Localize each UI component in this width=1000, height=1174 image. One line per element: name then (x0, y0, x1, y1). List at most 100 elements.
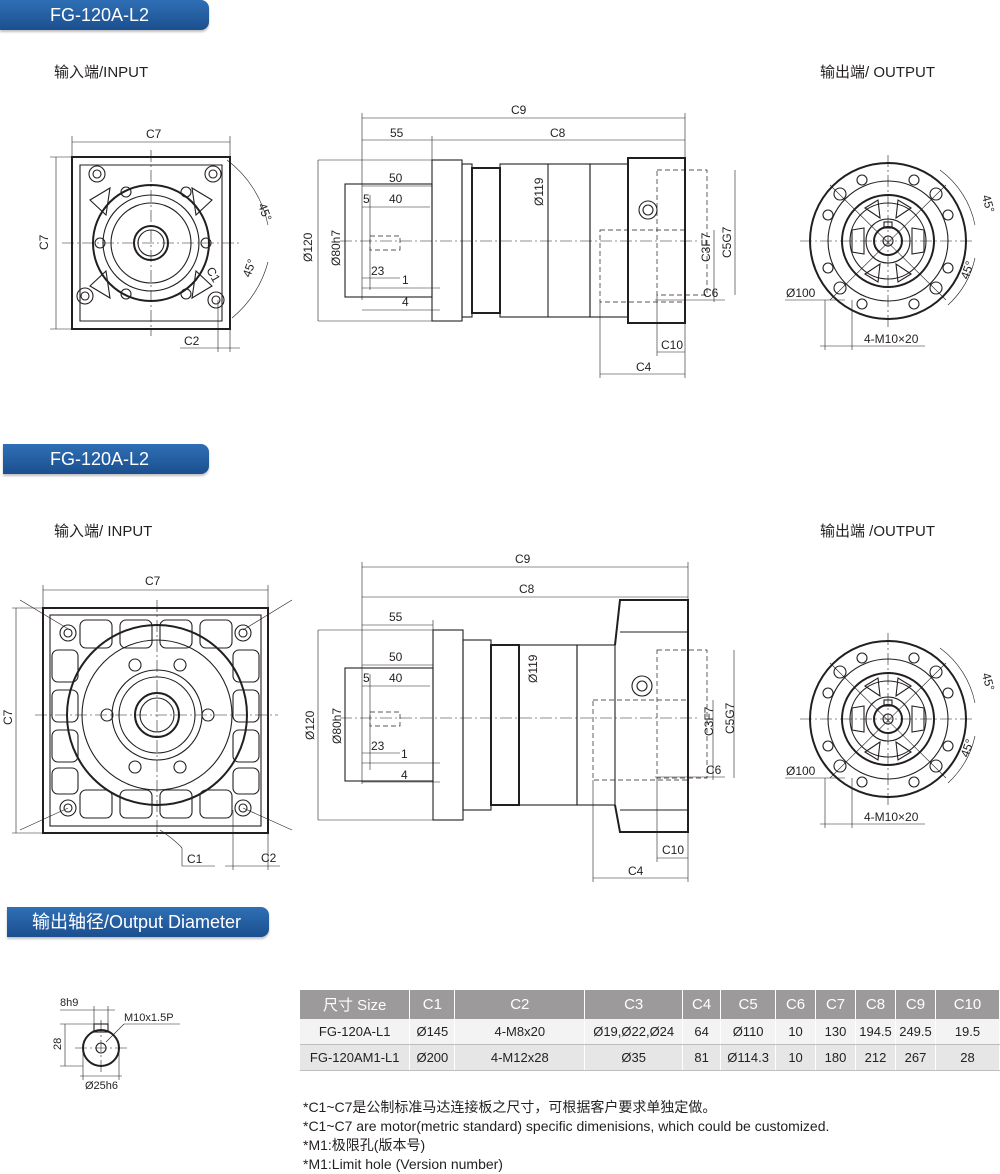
dim-23: 23 (371, 264, 385, 278)
dim-phi80h7: Ø80h7 (329, 230, 343, 266)
table-row: FG-120A-L1 Ø145 4-M8x20 Ø19,Ø22,Ø24 64 Ø… (300, 1019, 1000, 1045)
cell: 10 (775, 1019, 817, 1045)
dim-c9: C9 (511, 103, 527, 117)
col-c2: C2 (454, 990, 586, 1019)
shaft-thread: M10x1.5P (124, 1012, 174, 1024)
angle-45-bottom: 45° (240, 257, 259, 279)
input-flange-view-1: C7 C7 C2 45° 45° C1 (37, 127, 275, 352)
dim2-c6: C6 (706, 763, 722, 777)
shaft-diagram: 8h9 M10x1.5P 28 Ø25h6 (52, 997, 180, 1092)
flange-pockets (51, 619, 260, 819)
cell: 212 (855, 1044, 896, 1071)
cell: 180 (815, 1044, 857, 1071)
output-angle-45-top: 45° (979, 193, 997, 214)
dim2-c5g7: C5G7 (723, 702, 737, 734)
bolt-holes (822, 174, 954, 310)
dim2-phi80h7: Ø80h7 (330, 708, 344, 744)
cell: 194.5 (855, 1019, 896, 1045)
banner-top: FG-120A-L2 (0, 0, 209, 30)
cell: FG-120AM1-L1 (300, 1044, 411, 1071)
dim-c7-v: C7 (37, 234, 51, 250)
dim-c8: C8 (550, 126, 566, 140)
spec-table: 尺寸 Size C1 C2 C3 C4 C5 C6 C7 C8 C9 C10 F… (300, 990, 1000, 1071)
dim-c6: C6 (703, 286, 719, 300)
cell: 267 (895, 1044, 936, 1071)
dim2-c1: C1 (187, 852, 203, 866)
dim-c5g7: C5G7 (720, 226, 734, 258)
shaft-key: 8h9 (60, 997, 78, 1009)
banner-middle: FG-120A-L2 (3, 444, 209, 474)
dim2-1: 1 (401, 747, 408, 761)
cell: Ø110 (720, 1019, 777, 1045)
col-c5: C5 (720, 990, 777, 1019)
dim-1: 1 (402, 273, 409, 287)
col-c3: C3 (584, 990, 684, 1019)
output2-dim-m10: 4-M10×20 (864, 810, 919, 824)
dim2-4: 4 (401, 768, 408, 782)
col-c10: C10 (935, 990, 1000, 1019)
dim2-c7-h: C7 (145, 574, 161, 588)
col-c4: C4 (682, 990, 722, 1019)
output-flange-view-1: 45° 45° Ø100 4-M10×20 (785, 155, 997, 350)
dim2-23: 23 (371, 739, 385, 753)
cell: FG-120A-L1 (300, 1019, 411, 1045)
cell: Ø200 (409, 1044, 456, 1071)
output-dim-phi100: Ø100 (786, 286, 816, 300)
cell: 4-M8x20 (454, 1019, 586, 1045)
dim-c10: C10 (661, 338, 683, 352)
col-c1: C1 (409, 990, 456, 1019)
banner-output-diameter: 输出轴径/Output Diameter (7, 907, 269, 937)
col-c8: C8 (855, 990, 896, 1019)
dim2-c10: C10 (662, 843, 684, 857)
output-dim-m10: 4-M10×20 (864, 332, 919, 346)
col-c6: C6 (775, 990, 817, 1019)
cell: Ø114.3 (720, 1044, 777, 1071)
note-4: *M1:Limit hole (Version number) (303, 1156, 503, 1172)
dim2-c9: C9 (515, 552, 531, 566)
angle-45-top: 45° (255, 201, 274, 223)
output2-dim-phi100: Ø100 (786, 764, 816, 778)
dim-phi120: Ø120 (301, 232, 315, 262)
note-3: *M1:极限孔(版本号) (303, 1137, 426, 1153)
dim-40: 40 (389, 192, 403, 206)
table-row: FG-120AM1-L1 Ø200 4-M12x28 Ø35 81 Ø114.3… (300, 1044, 1000, 1071)
output-angle-45-bottom: 45° (958, 259, 977, 281)
cell: Ø145 (409, 1019, 456, 1045)
shaft-height: 28 (52, 1038, 64, 1050)
output-label-1: 输出端/ OUTPUT (820, 64, 935, 81)
output-flange-view-2: 45° 45° Ø100 4-M10×20 (785, 633, 997, 828)
dim-5: 5 (363, 192, 370, 206)
dim2-c8: C8 (519, 582, 535, 596)
dim-c4: C4 (636, 360, 652, 374)
col-size: 尺寸 Size (300, 990, 411, 1019)
output2-angle-45-top: 45° (979, 671, 997, 692)
notes: *C1~C7是公制标准马达连接板之尺寸，可根据客户要求单独定做。 *C1~C7 … (303, 1098, 829, 1174)
dim-c2: C2 (184, 334, 200, 348)
dim2-50: 50 (389, 650, 403, 664)
dim-4: 4 (402, 295, 409, 309)
dim-phi119: Ø119 (532, 177, 546, 206)
bolt-holes-2 (822, 652, 954, 788)
dim2-c3f7: C3F7 (702, 706, 716, 736)
dim-c1: C1 (203, 265, 223, 286)
dim-55: 55 (390, 126, 404, 140)
cell: Ø35 (584, 1044, 684, 1071)
note-2: *C1~C7 are motor(metric standard) specif… (303, 1118, 830, 1134)
table-header-row: 尺寸 Size C1 C2 C3 C4 C5 C6 C7 C8 C9 C10 (300, 990, 1000, 1019)
dim2-phi119: Ø119 (526, 654, 540, 683)
input-label-1: 输入端/INPUT (54, 64, 149, 81)
section1-drawing: C7 C7 C2 45° 45° C1 C (37, 103, 997, 378)
dim-c3f7: C3F7 (699, 232, 713, 262)
cell: 10 (775, 1044, 817, 1071)
cell: 130 (815, 1019, 857, 1045)
cell: 64 (682, 1019, 722, 1045)
cell: Ø19,Ø22,Ø24 (584, 1019, 684, 1045)
side-view-1: C9 55 C8 50 40 5 23 1 4 Ø120 Ø80h7 Ø119 … (301, 103, 736, 378)
col-c7: C7 (815, 990, 857, 1019)
shaft-diameter: Ø25h6 (85, 1080, 118, 1092)
col-c9: C9 (895, 990, 936, 1019)
note-1: *C1~C7是公制标准马达连接板之尺寸，可根据客户要求单独定做。 (303, 1099, 717, 1115)
dim-c7-h: C7 (146, 127, 162, 141)
dim2-5: 5 (363, 671, 370, 685)
cell: 4-M12x28 (454, 1044, 586, 1071)
